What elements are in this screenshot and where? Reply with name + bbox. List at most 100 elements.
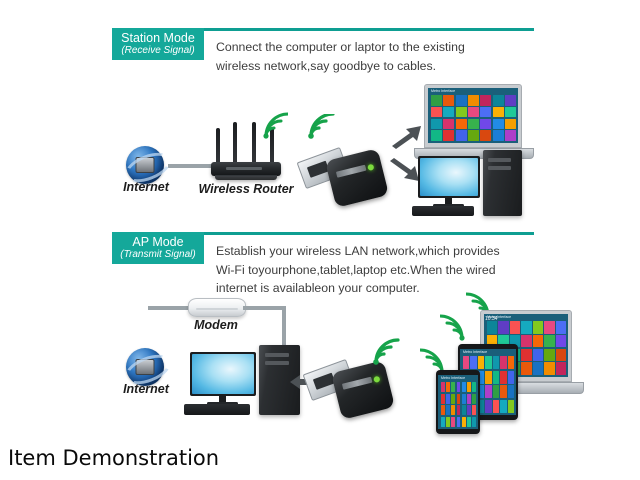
metro-tile — [509, 321, 521, 334]
metro-header-laptop-ap: Metro Interface — [487, 315, 512, 319]
router-antenna-3 — [252, 122, 256, 168]
internet-label-station: Internet — [123, 180, 169, 194]
pc-ap-tower-bay-1 — [264, 353, 289, 357]
pc-station-monitor-stand — [445, 198, 452, 205]
metro-tile — [431, 118, 443, 130]
metro-tile — [532, 348, 544, 362]
metro-tile — [470, 356, 477, 370]
metro-tile — [544, 321, 555, 334]
metro-tile — [492, 106, 504, 118]
metro-tile — [500, 356, 507, 370]
metro-tile — [507, 385, 514, 399]
metro-tile — [521, 362, 532, 375]
metro-tile — [466, 382, 471, 393]
router-label: Wireless Router — [198, 182, 294, 196]
ap-mode-title: AP Mode — [132, 235, 184, 249]
metro-tile — [477, 399, 485, 413]
router-led-strip — [226, 167, 262, 170]
metro-tile — [492, 95, 504, 106]
router-base — [215, 175, 277, 180]
metro-tile — [467, 95, 480, 106]
metro-tile — [500, 370, 507, 384]
wifi-signal-client-tablet — [438, 314, 466, 347]
metro-tile — [461, 382, 466, 393]
metro-tile — [492, 118, 504, 130]
metro-tile — [443, 118, 455, 130]
ap-mode-divider — [186, 232, 534, 235]
usb-brand-mark-ap — [341, 376, 373, 390]
metro-tile — [492, 370, 500, 384]
metro-tile — [487, 334, 498, 348]
metro-header-laptop-station: Metro Interface — [431, 89, 456, 93]
internet-globe-ap — [126, 348, 164, 386]
metro-tile — [504, 106, 516, 118]
pc-station-monitor — [418, 156, 480, 198]
metro-tile — [455, 95, 467, 106]
pc-ap-screen — [192, 354, 254, 394]
metro-tile — [521, 321, 532, 334]
cable-internet-router — [168, 164, 238, 168]
cable-modem-left — [148, 306, 190, 310]
station-mode-divider — [186, 28, 534, 31]
arrow-adapter-to-pc-ap — [288, 372, 318, 397]
metro-tile — [443, 106, 455, 118]
metro-tile — [480, 106, 492, 118]
metro-tile — [463, 356, 470, 370]
phone-ap: Metro Interface — [436, 370, 480, 434]
metro-tile — [472, 382, 476, 393]
metro-tile — [521, 348, 532, 362]
metro-tile — [492, 130, 504, 141]
usb-led-station — [367, 163, 375, 171]
pc-ap-monitor — [190, 352, 256, 396]
metro-tile — [477, 356, 485, 370]
metro-tile — [492, 356, 500, 370]
metro-tile — [461, 405, 466, 416]
metro-tile — [455, 106, 467, 118]
metro-tile — [472, 416, 476, 427]
metro-tile — [498, 334, 509, 348]
station-mode-title: Station Mode — [121, 31, 195, 45]
metro-tile — [446, 382, 451, 393]
pc-ap-tower-bay-2 — [264, 361, 289, 365]
metro-tile — [456, 416, 461, 427]
metro-tile — [467, 130, 480, 141]
metro-tiles-phone-ap — [441, 382, 476, 427]
metro-tile — [555, 334, 566, 348]
ap-mode-body: Establish your wireless LAN network,whic… — [216, 244, 500, 295]
metro-tiles-laptop-station — [431, 95, 516, 141]
laptop-station-screen: Metro Interface — [428, 88, 518, 143]
pc-ap-monitor-base — [207, 402, 238, 405]
pc-ap-keyboard — [184, 404, 250, 415]
metro-tile — [441, 405, 445, 416]
metro-tile — [466, 405, 471, 416]
tablet-clock-badge: 10:34 — [485, 316, 498, 322]
station-mode-subtitle: (Receive Signal) — [121, 45, 195, 56]
pc-station-tower — [483, 150, 522, 216]
pc-station-tower-bay-1 — [488, 158, 512, 162]
phone-ap-screen-wrap: Metro Interface — [438, 375, 478, 429]
metro-tile — [532, 321, 544, 334]
metro-tile — [500, 399, 507, 413]
metro-tile — [443, 130, 455, 141]
metro-tile — [480, 130, 492, 141]
page-caption: Item Demonstration — [8, 446, 220, 470]
wifi-signal-router — [262, 110, 290, 145]
router-antenna-4 — [270, 128, 274, 168]
metro-tile — [446, 393, 451, 404]
pc-ap-monitor-stand — [219, 396, 226, 403]
metro-tile — [455, 118, 467, 130]
metro-tile — [480, 118, 492, 130]
metro-tile — [500, 385, 507, 399]
usb-brand-mark-station — [335, 164, 367, 178]
metro-tile — [507, 370, 514, 384]
usb-led-ap — [373, 375, 381, 383]
station-mode-body: Connect the computer or laptor to the ex… — [216, 40, 465, 73]
arrow-adapter-to-laptop — [390, 124, 424, 155]
metro-tile — [507, 399, 514, 413]
metro-tile — [544, 334, 555, 348]
metro-tile — [461, 416, 466, 427]
pc-station-keyboard — [412, 206, 474, 216]
metro-tile — [477, 370, 485, 384]
metro-tile — [431, 130, 443, 141]
